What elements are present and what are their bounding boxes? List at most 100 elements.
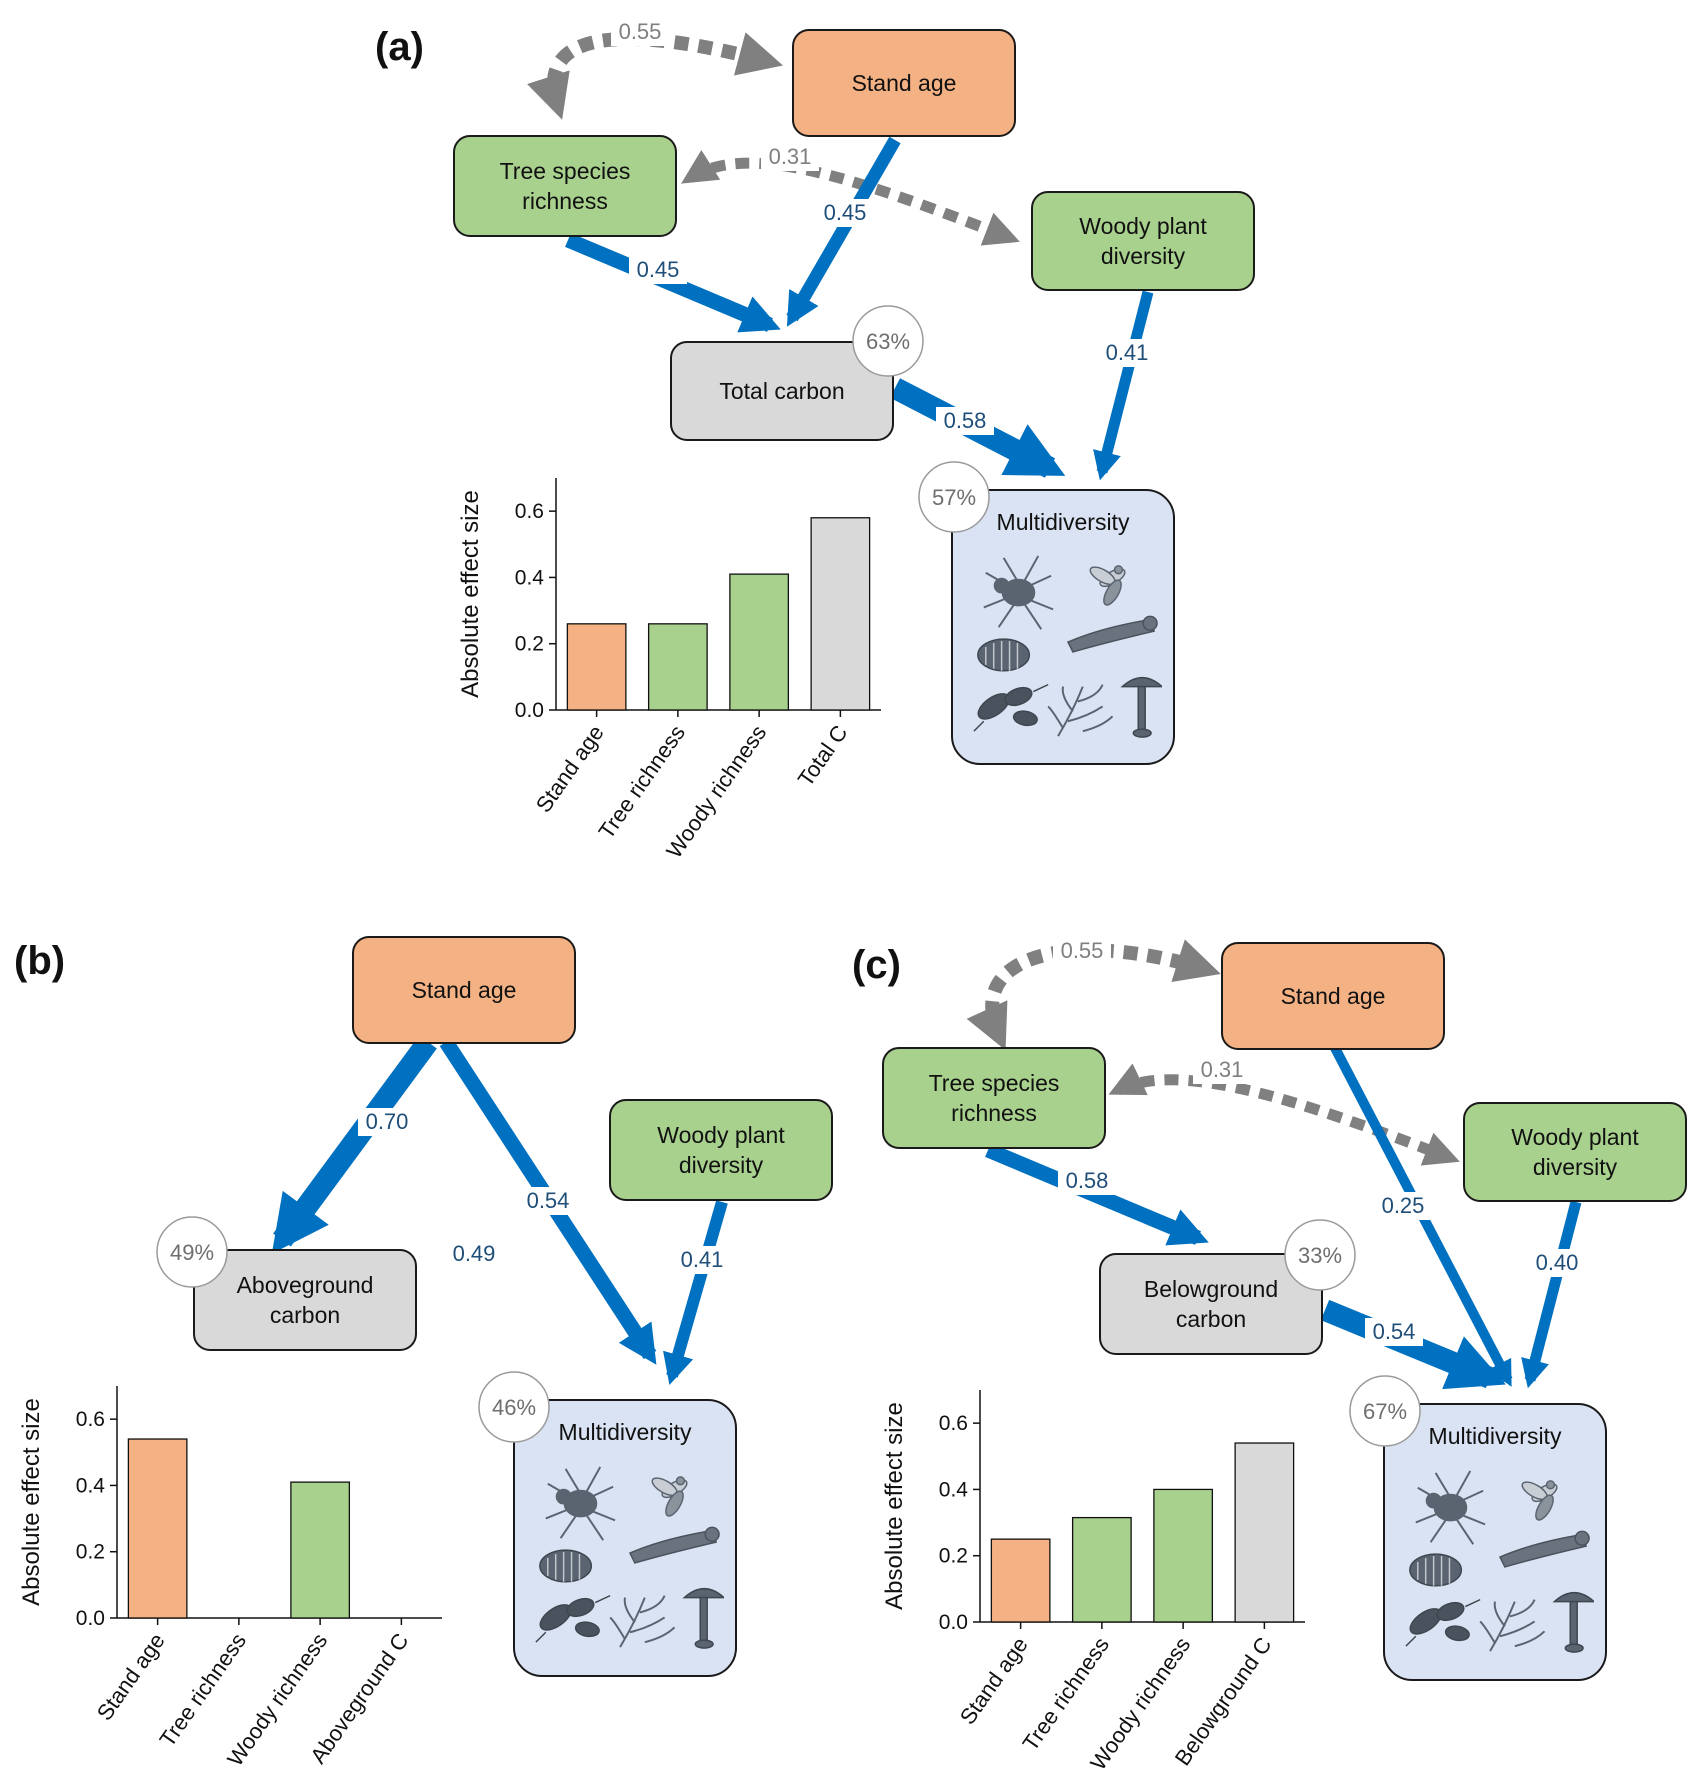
r2-carbon-text: 33%: [1298, 1243, 1342, 1268]
r2-multidiversity: 67%: [1349, 1375, 1421, 1447]
node-woody-diversity-label: diversity: [1101, 243, 1186, 269]
coef-cov-tree-woody-text: 0.31: [769, 144, 812, 169]
coef-tree-carbon-bg: [1058, 1167, 1116, 1195]
category-label: Stand age: [955, 1633, 1033, 1730]
coef-age-multi-bg: [519, 1187, 577, 1215]
coef-woody-multi: 0.41: [1098, 339, 1156, 367]
r2-carbon-circle: [1284, 1219, 1356, 1291]
r2-multidiversity-text: 67%: [1363, 1399, 1407, 1424]
coef-woody-multi-bg: [673, 1246, 731, 1274]
bar: [647, 623, 708, 711]
bar: [290, 1481, 351, 1619]
coef-carbon-multi-text: 0.54: [1373, 1319, 1416, 1344]
panel-label: (a): [375, 25, 424, 69]
coef-age-multi: 0.25: [1374, 1192, 1432, 1220]
node-woody-diversity-box: [609, 1099, 833, 1201]
node-stand-age: Stand age: [352, 936, 576, 1044]
node-stand-age-label: Stand age: [412, 977, 517, 1003]
category-label: Tree richness: [1018, 1633, 1114, 1756]
bar: [729, 573, 790, 711]
node-tree-richness-label: richness: [951, 1100, 1037, 1126]
coef-woody-multi-bg: [1098, 339, 1156, 367]
r2-multidiversity: 57%: [918, 461, 990, 533]
node-woody-diversity-label: Woody plant: [1079, 213, 1207, 239]
coef-carbon-multi-text: 0.58: [944, 408, 987, 433]
coef-age-multi: 0.54: [519, 1187, 577, 1215]
coef-woody-multi-text: 0.41: [681, 1247, 724, 1272]
bar: [1153, 1488, 1214, 1623]
y-axis-title: Absolute effect size: [881, 1402, 908, 1610]
path-age-carbon: [786, 136, 901, 327]
node-multidiversity: Multidiversity: [951, 489, 1175, 765]
bar: [566, 623, 627, 711]
coef-tree-carbon: 0.58: [1058, 1167, 1116, 1195]
coef-carbon-multi-bg: [1365, 1318, 1423, 1346]
cov-age-tree: [966, 939, 1221, 1051]
r2-multidiversity-circle: [1349, 1375, 1421, 1447]
coef-woody-multi-bg: [1528, 1249, 1586, 1277]
coef-cov-age-tree-bg: [611, 18, 669, 46]
path-woody-multi: [1093, 290, 1154, 481]
bar: [810, 517, 871, 711]
path-woody-multi: [663, 1200, 728, 1385]
node-stand-age: Stand age: [792, 29, 1016, 137]
node-total-carbon-box: [670, 341, 894, 441]
coef-cov-age-tree-text: 0.55: [1061, 938, 1104, 963]
y-tick-label: 0.2: [515, 633, 544, 656]
r2-carbon: 49%: [156, 1216, 228, 1288]
node-aboveground-carbon-label: Aboveground: [237, 1272, 374, 1298]
coef-age-carbon-text: 0.70: [366, 1109, 409, 1134]
coef-cov-tree-woody-bg: [761, 143, 819, 171]
y-tick-label: 0.4: [76, 1474, 106, 1497]
coef-floating-bg: [445, 1240, 503, 1268]
node-multidiversity-label: Multidiversity: [559, 1419, 692, 1445]
panel-label: (b): [14, 939, 65, 983]
node-woody-diversity: Woody plant diversity: [1031, 191, 1255, 291]
coef-tree-carbon-text: 0.58: [1066, 1168, 1109, 1193]
r2-carbon-circle: [852, 305, 924, 377]
cov-tree-woody: [681, 149, 1020, 246]
coef-cov-tree-woody-text: 0.31: [1201, 1057, 1244, 1082]
coef-age-multi-text: 0.54: [527, 1188, 570, 1213]
node-belowground-carbon-box: [1099, 1253, 1323, 1355]
r2-carbon-text: 49%: [170, 1240, 214, 1265]
node-multidiversity-label: Multidiversity: [1429, 1423, 1562, 1449]
r2-carbon-text: 63%: [866, 329, 910, 354]
coef-age-carbon-bg: [816, 199, 874, 227]
node-tree-richness-label: Tree species: [500, 158, 631, 184]
path-woody-multi: [1521, 1200, 1582, 1389]
coef-age-carbon-bg: [358, 1108, 416, 1136]
node-total-carbon-label: Total carbon: [719, 378, 844, 404]
node-multidiversity: Multidiversity: [513, 1399, 737, 1677]
node-tree-richness-label: richness: [522, 188, 608, 214]
category-label: Stand age: [531, 721, 609, 818]
y-tick-label: 0.2: [76, 1541, 105, 1564]
coef-cov-tree-woody: 0.31: [1193, 1056, 1251, 1084]
node-tree-richness-box: [453, 135, 677, 237]
coef-cov-age-tree: 0.55: [611, 18, 669, 46]
y-tick-label: 0.4: [515, 566, 545, 589]
node-woody-diversity-label: Woody plant: [657, 1122, 785, 1148]
r2-multidiversity-text: 46%: [492, 1395, 536, 1420]
category-label: Total C: [793, 720, 853, 791]
coef-cov-tree-woody: 0.31: [761, 143, 819, 171]
node-multidiversity: Multidiversity: [1383, 1403, 1607, 1681]
node-woody-diversity-box: [1463, 1102, 1687, 1202]
r2-carbon-circle: [156, 1216, 228, 1288]
coef-cov-age-tree-text: 0.55: [619, 19, 662, 44]
node-woody-diversity-label: Woody plant: [1511, 1124, 1639, 1150]
coef-age-multi-bg: [1374, 1192, 1432, 1220]
r2-multidiversity: 46%: [478, 1371, 550, 1443]
node-woody-diversity-box: [1031, 191, 1255, 291]
bar: [127, 1438, 188, 1619]
category-label: Tree richness: [155, 1629, 251, 1752]
